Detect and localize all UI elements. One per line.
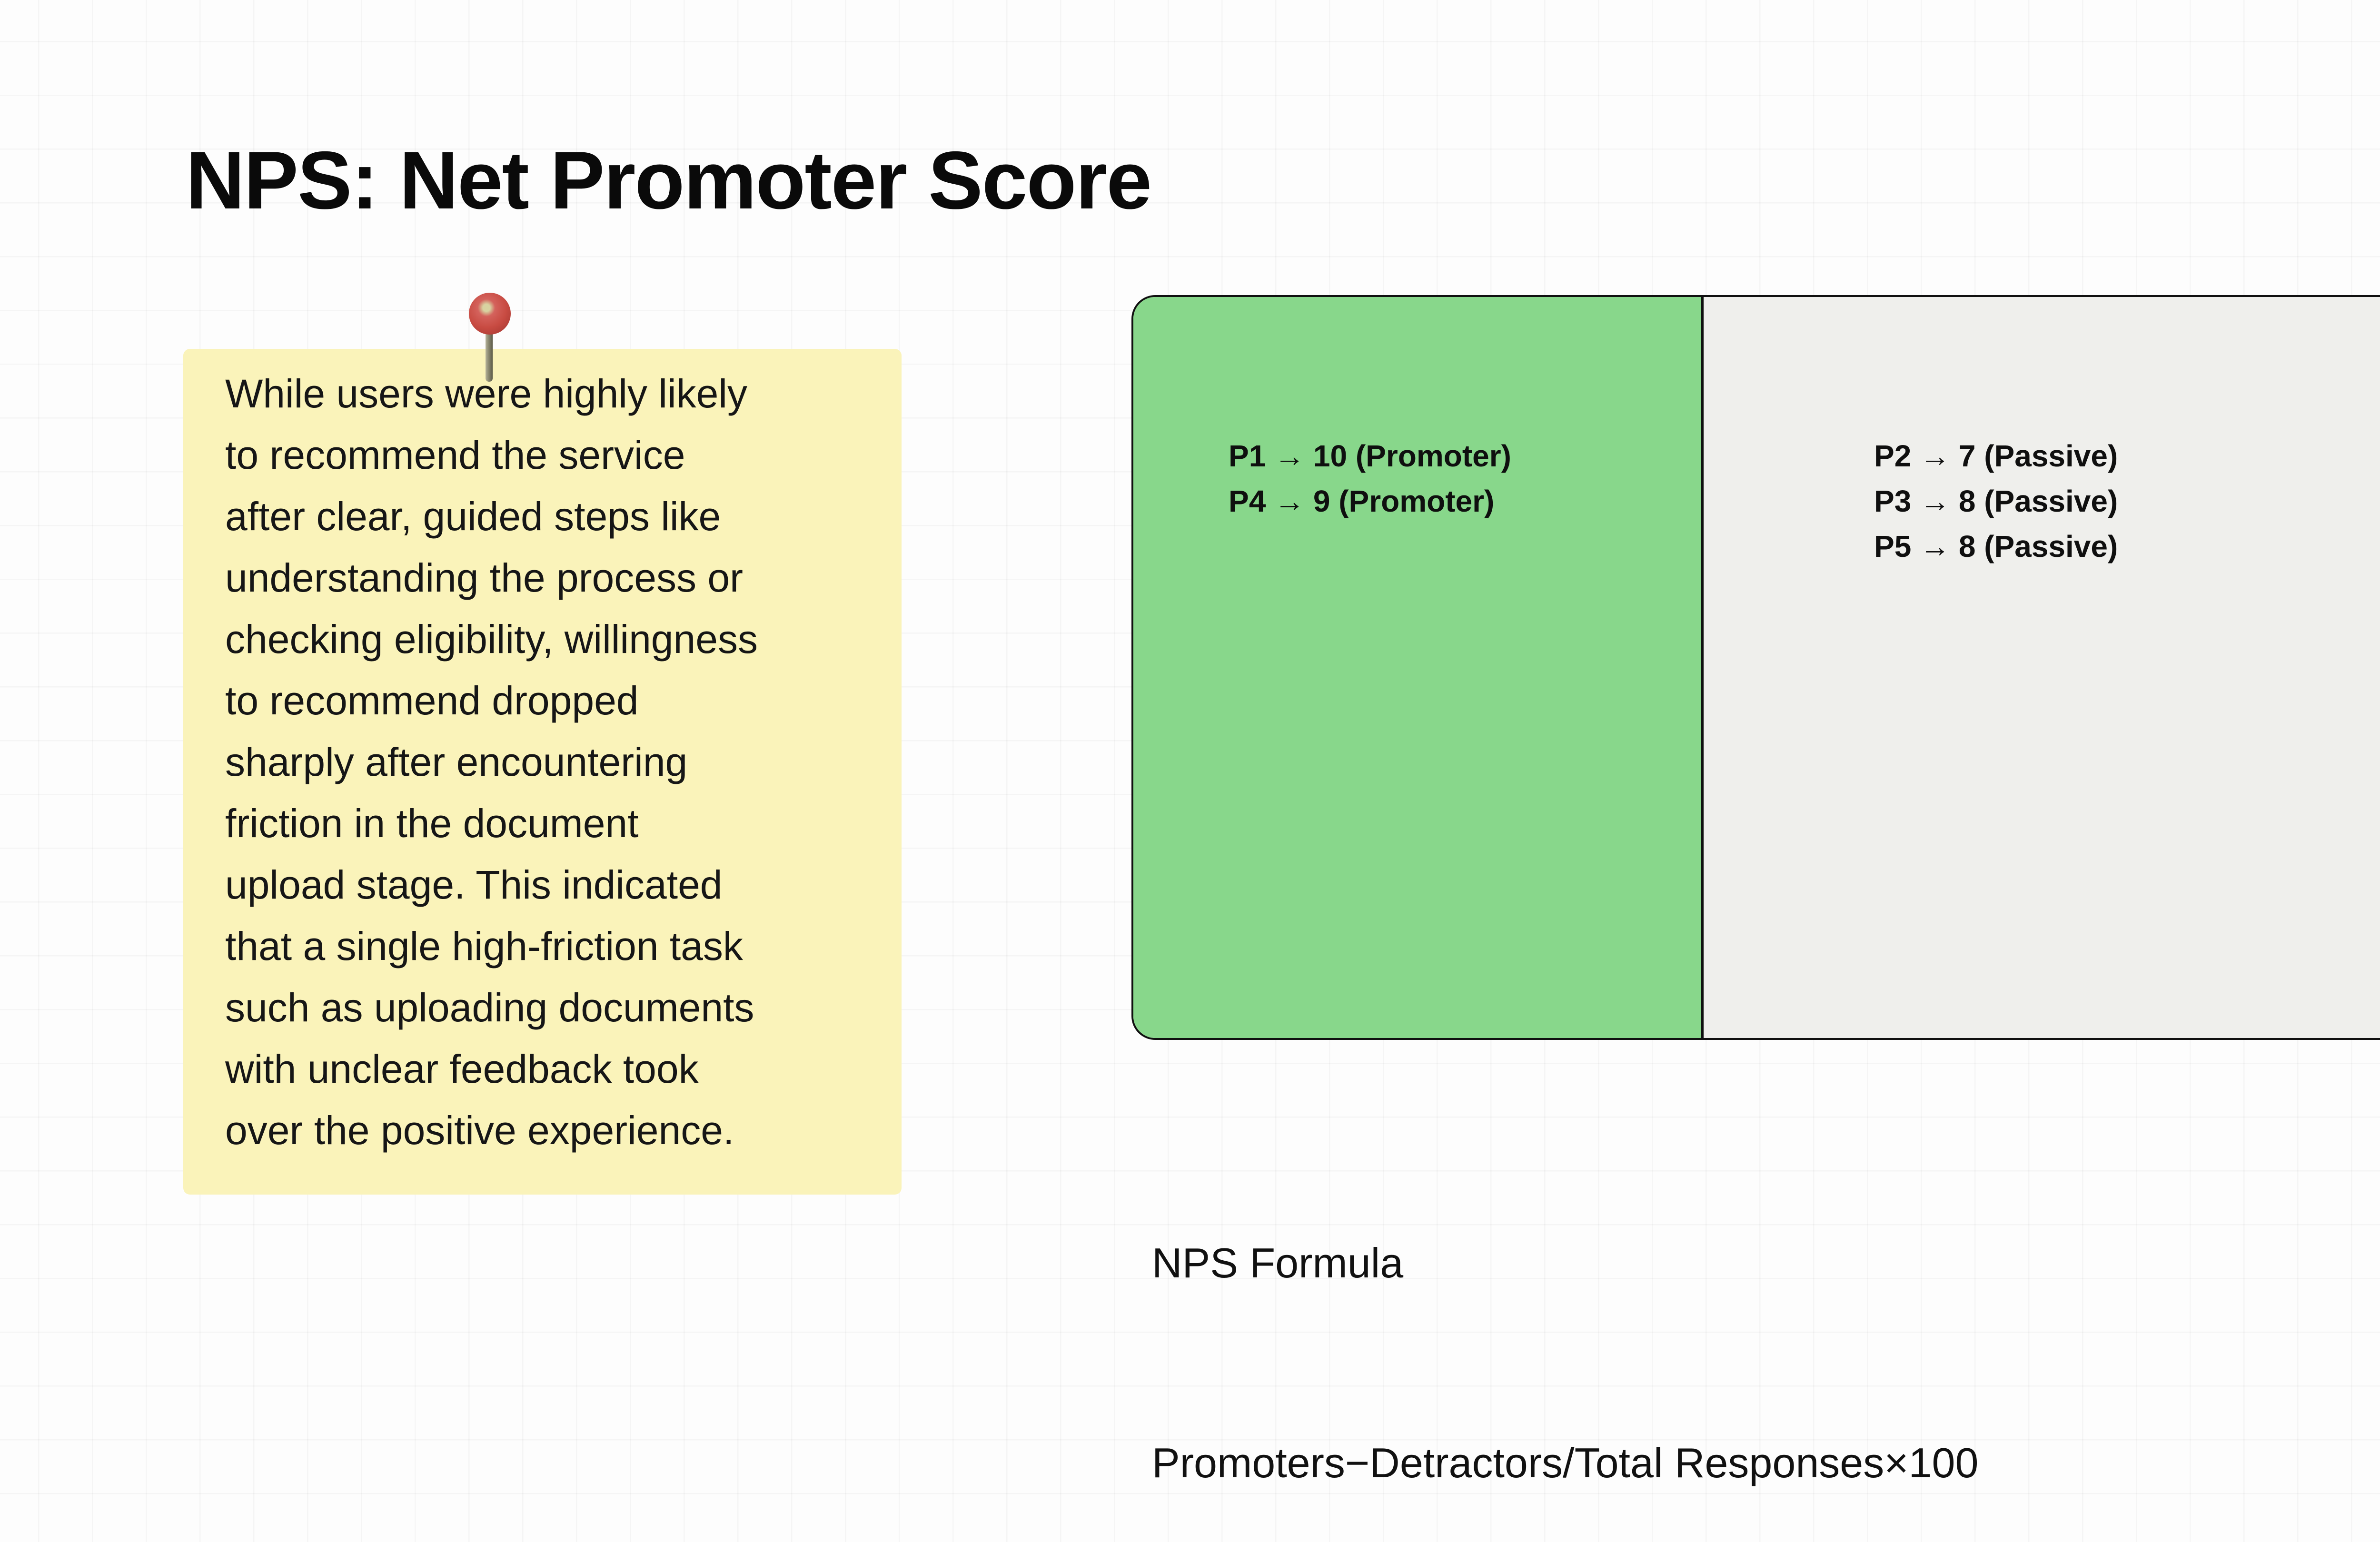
- formula-heading: NPS Formula: [1152, 1239, 1404, 1286]
- push-pin-icon[interactable]: [464, 290, 516, 386]
- page-title[interactable]: NPS: Net Promoter Score: [186, 135, 1152, 226]
- passives-section[interactable]: P2 → 7 (Passive) P3 → 8 (Passive) P5 → 8…: [1704, 297, 2380, 1038]
- passives-text: P2 → 7 (Passive) P3 → 8 (Passive) P5 → 8…: [1874, 439, 2118, 563]
- nps-responses-panel[interactable]: P1 → 10 (Promoter) P4 → 9 (Promoter) P2 …: [1131, 295, 2380, 1040]
- pin-needle: [486, 329, 493, 382]
- formula-expression: Promoters−Detractors/Total Responses×100: [1152, 1439, 1979, 1486]
- promoters-text: P1 → 10 (Promoter) P4 → 9 (Promoter): [1229, 439, 1511, 518]
- sticky-note[interactable]: While users were highly likely to recomm…: [183, 349, 902, 1195]
- pin-ball: [469, 293, 511, 335]
- promoters-section[interactable]: P1 → 10 (Promoter) P4 → 9 (Promoter): [1133, 297, 1704, 1038]
- sticky-note-text: While users were highly likely to recomm…: [225, 371, 758, 1153]
- nps-formula-block[interactable]: NPS Formula Promoters−Detractors/Total R…: [1152, 1097, 1978, 1542]
